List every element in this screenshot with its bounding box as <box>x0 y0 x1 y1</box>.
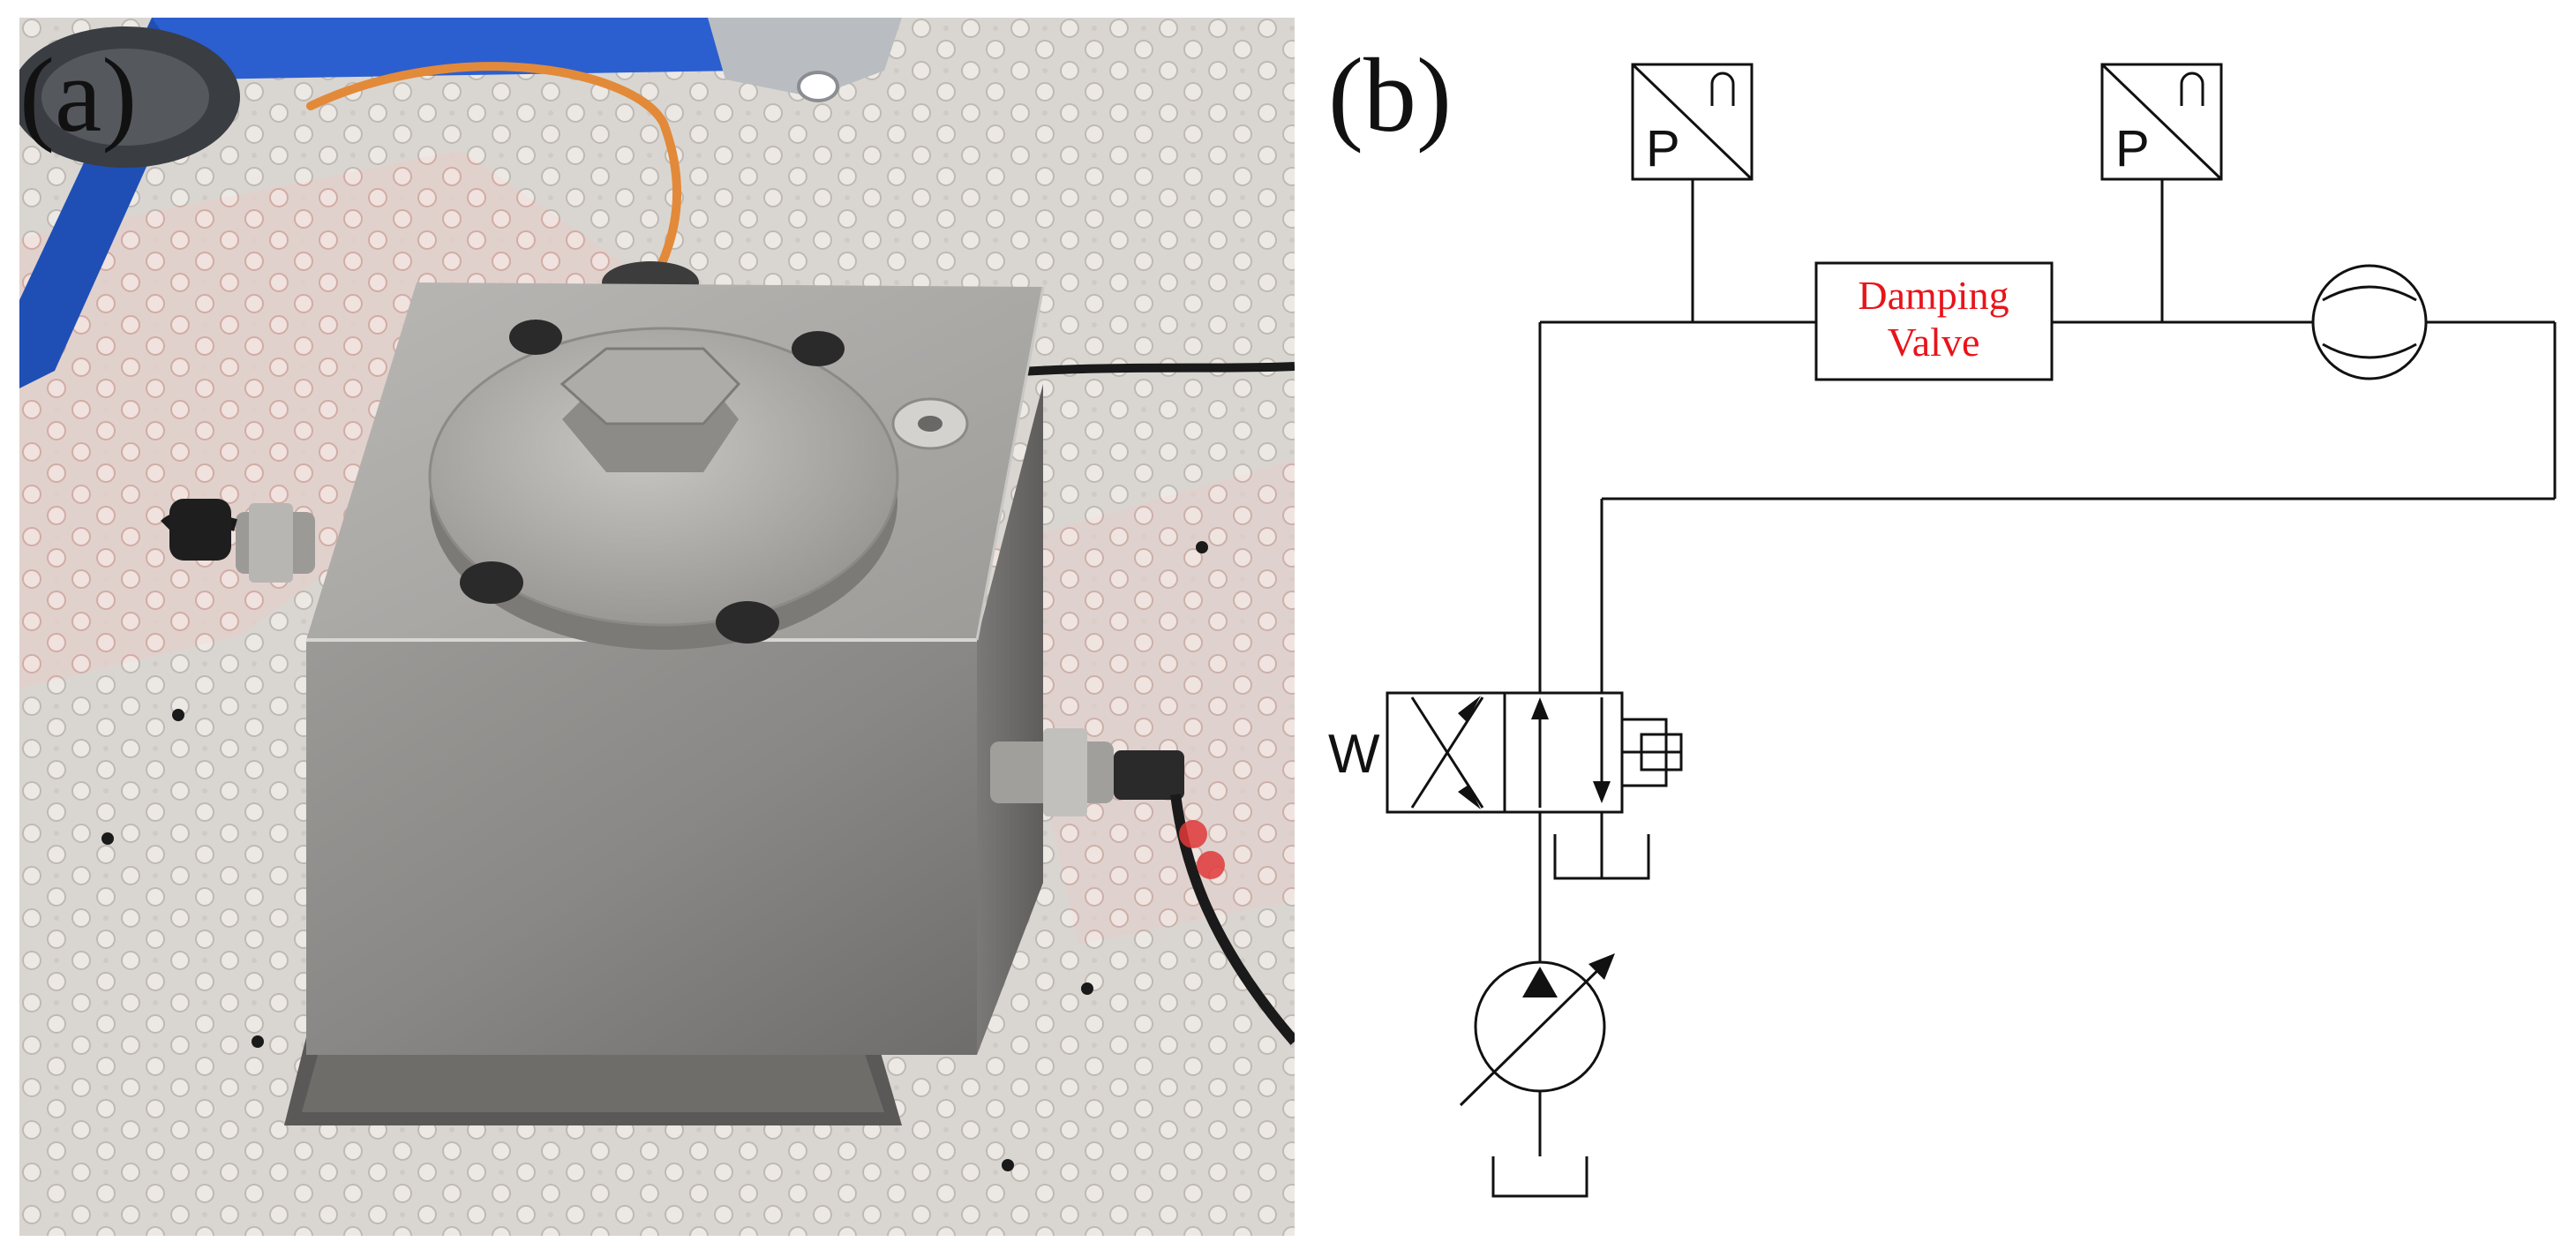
photo-panel <box>19 18 1295 1236</box>
pressure-sensor-2 <box>2100 63 2223 322</box>
variable-pump <box>1459 956 1612 1198</box>
damping-valve-label-line2: Valve <box>1888 320 1980 365</box>
pressure-sensor-1 <box>1631 63 1754 322</box>
hydraulic-schematic: P P W Damping Valve <box>1315 0 2576 1257</box>
directional-valve <box>1386 691 1683 880</box>
pressure-letter-2: P <box>2115 120 2150 177</box>
panel-a-label: (a) <box>19 36 138 154</box>
pressure-letter-1: P <box>1646 120 1680 177</box>
valve-block-photo <box>19 18 1295 1236</box>
hydraulic-circuit: P P W Damping Valve <box>1328 63 2557 1198</box>
panel-b-label: (b) <box>1328 36 1452 154</box>
spring-letter: W <box>1328 724 1380 785</box>
damping-valve-label-line1: Damping <box>1858 273 2009 318</box>
flow-meter <box>2311 264 2428 380</box>
